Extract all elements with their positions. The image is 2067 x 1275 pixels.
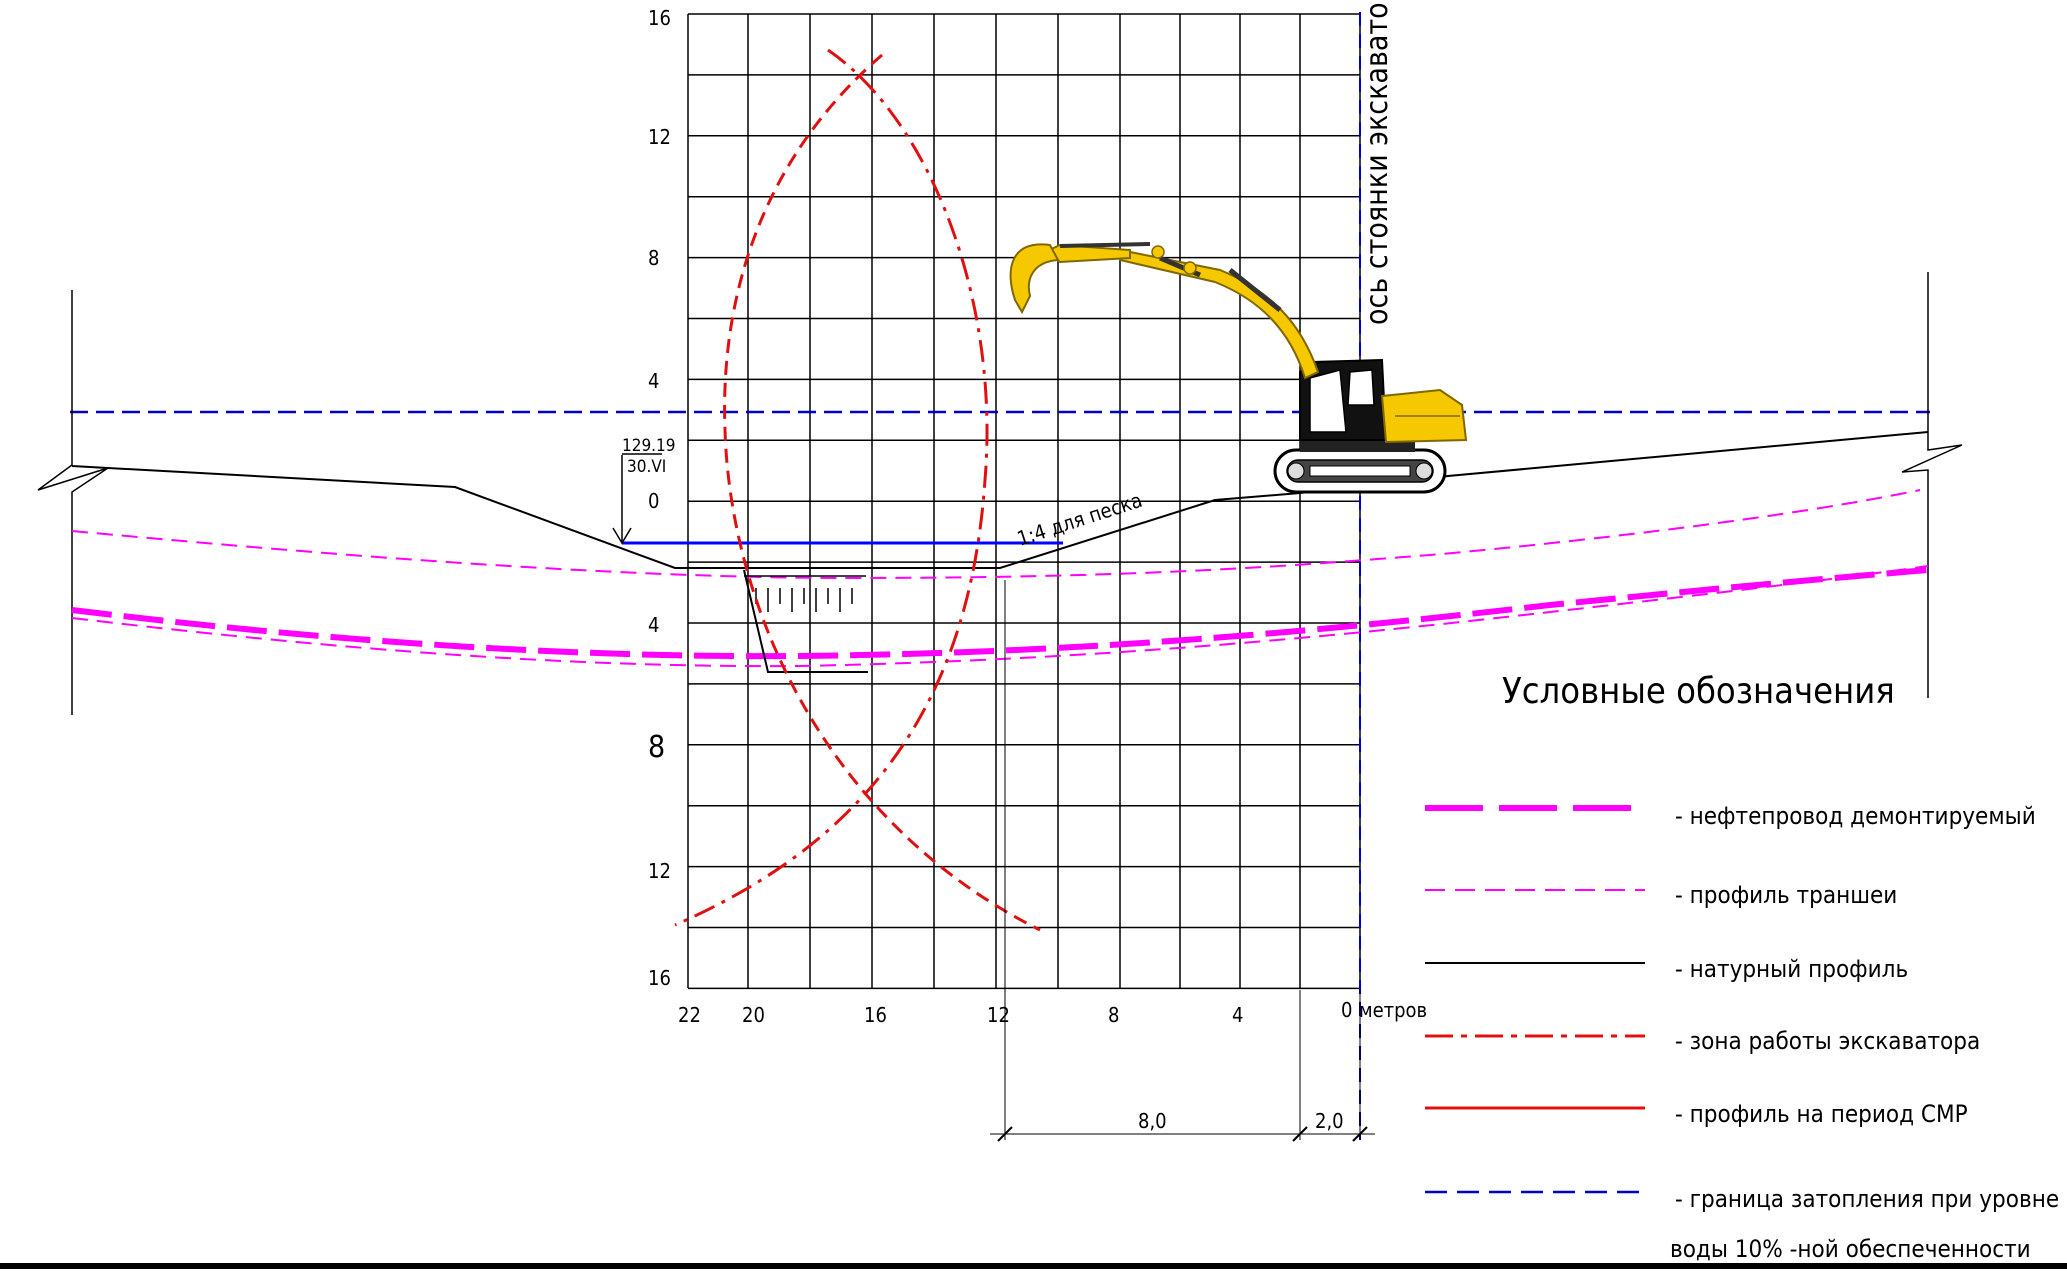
trench-profile-lower <box>71 565 1929 668</box>
y-label-12-top: 12 <box>648 125 671 149</box>
excavator-icon <box>1009 242 1468 494</box>
elevation-value: 129.19 <box>622 436 676 456</box>
x-label-12: 12 <box>987 1003 1010 1027</box>
x-label-22: 22 <box>678 1003 701 1027</box>
x-label-20: 20 <box>742 1003 765 1027</box>
legend-label-trench: - профиль траншеи <box>1675 881 1897 909</box>
legend-label-ground: - натурный профиль <box>1675 955 1908 983</box>
coordinate-grid <box>687 13 1361 990</box>
y-label-8-top: 8 <box>648 246 659 270</box>
dismantled-pipeline <box>71 567 1929 660</box>
dimension-2: 2,0 <box>1315 1109 1344 1133</box>
legend-label-flood: - граница затопления при уровне <box>1675 1185 2059 1213</box>
trench-hatching <box>755 588 853 612</box>
smr-trench-profile <box>743 569 868 673</box>
slope-label: 1:4 для песка <box>1014 488 1145 551</box>
legend-label-smr: - профиль на период СМР <box>1675 1100 1968 1128</box>
left-break-mark <box>37 290 109 715</box>
x-label-4: 4 <box>1232 1003 1243 1027</box>
right-break-mark <box>1901 272 1963 698</box>
x-label-0: 0 <box>1341 998 1352 1022</box>
x-axis-unit: метров <box>1359 998 1427 1022</box>
x-label-8: 8 <box>1108 1003 1119 1027</box>
legend-note: воды 10% -ной обеспеченности <box>1670 1235 2031 1263</box>
y-label-8-bottom: 8 <box>648 730 665 765</box>
excavator-zone-dashed <box>723 53 1041 932</box>
trench-profile-upper <box>71 489 1921 580</box>
dimension-lines <box>990 580 1375 1142</box>
y-label-0: 0 <box>648 489 659 513</box>
legend-label-excavator-zone: - зона работы экскаватора <box>1675 1027 1980 1055</box>
x-label-16: 16 <box>864 1003 887 1027</box>
dimension-8: 8,0 <box>1138 1109 1167 1133</box>
y-label-12-bottom: 12 <box>648 859 671 883</box>
excavator-axis-label: ось стоянки экскаватора <box>1360 0 1395 325</box>
legend-title: Условные обозначения <box>1502 671 1895 712</box>
y-label-16-bottom: 16 <box>648 966 671 990</box>
excavator-zone-dashdot <box>674 48 989 927</box>
legend-label-pipeline: - нефтепровод демонтируемый <box>1675 802 2036 830</box>
arrow-down-icon <box>612 455 632 545</box>
elevation-date: 30.VI <box>627 457 666 477</box>
y-label-4-top: 4 <box>648 369 659 393</box>
y-label-16-top: 16 <box>648 6 671 30</box>
natural-ground-profile <box>71 431 1929 569</box>
y-label-4-bottom: 4 <box>648 613 659 637</box>
